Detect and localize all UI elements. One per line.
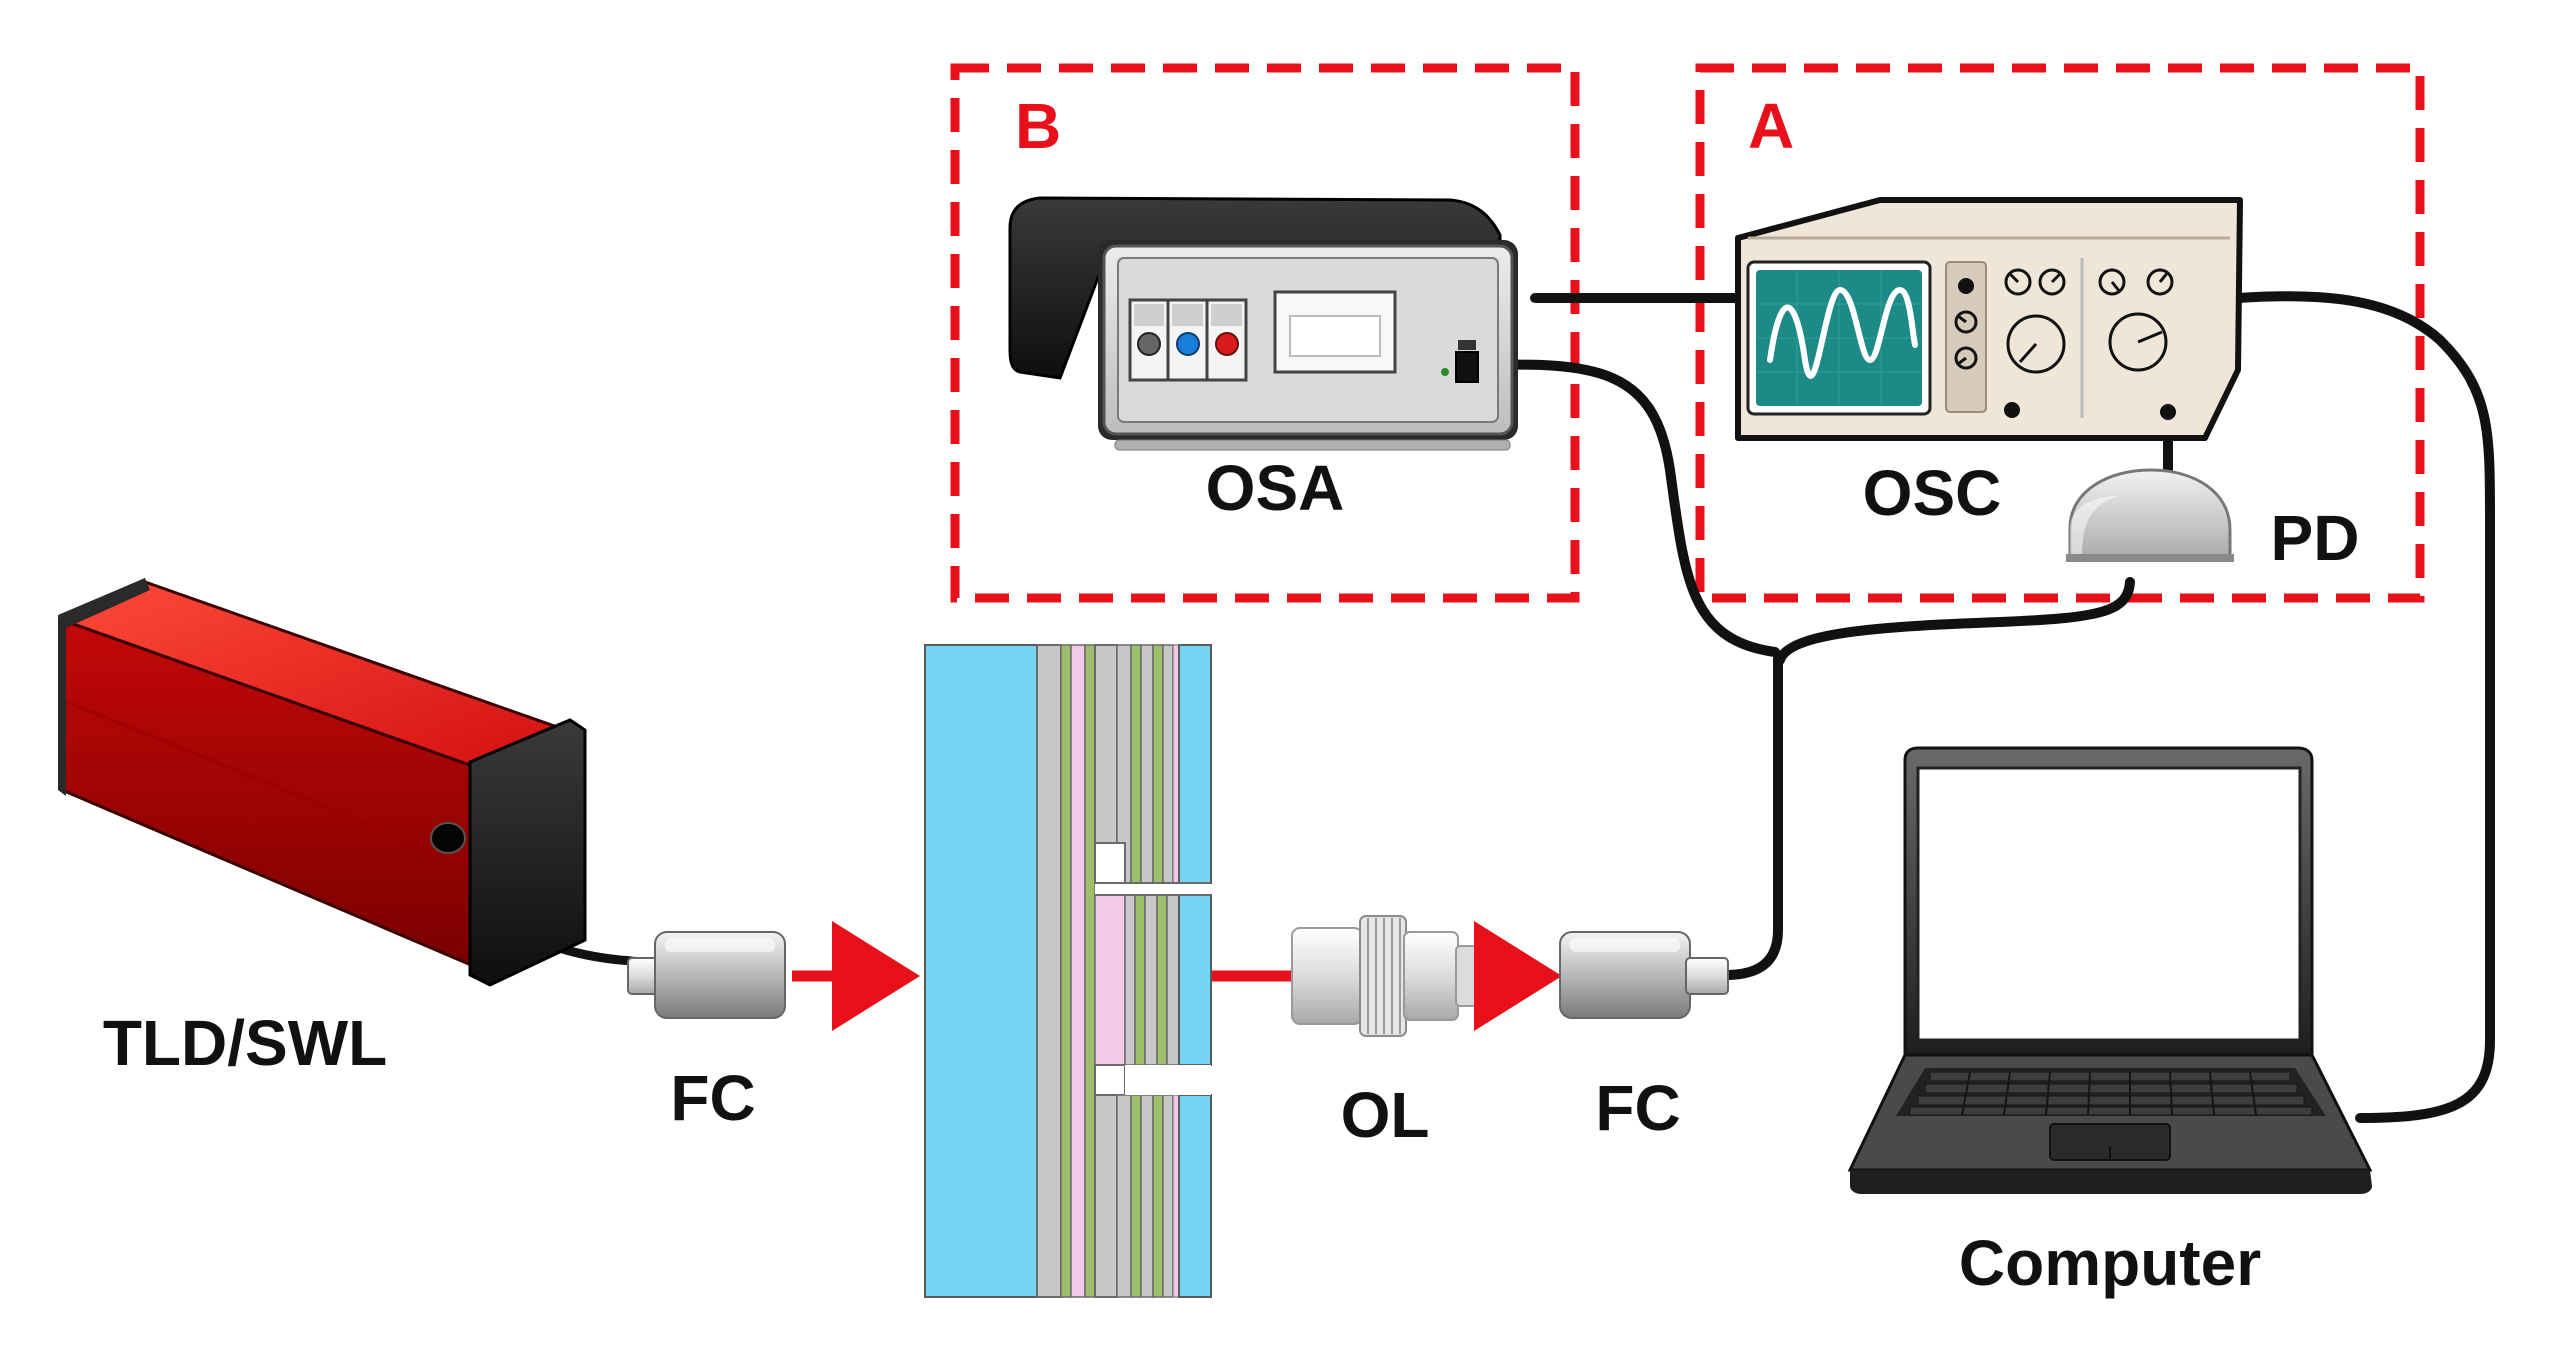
label-tld-swl: TLD/SWL <box>103 1007 387 1079</box>
cable-pd-fiber <box>1775 577 2135 665</box>
fiber-coupler-icon <box>1559 931 1729 1019</box>
laser-source-icon <box>58 578 587 987</box>
box-b-outline <box>950 63 1580 603</box>
cable-osc-to-laptop <box>2233 291 2495 1123</box>
label-fc-left: FC <box>670 1062 755 1134</box>
fiber-coupler-left <box>627 931 786 1019</box>
label-ol: OL <box>1341 1079 1430 1151</box>
label-osa: OSA <box>1206 452 1345 524</box>
cable-trunk-to-fc <box>1720 650 1783 980</box>
oscilloscope-icon <box>1735 197 2243 441</box>
layered-sample-icon <box>924 644 1212 1298</box>
fiber-coupler-right <box>1559 931 1729 1019</box>
box-a: A <box>1695 63 2425 603</box>
label-pd: PD <box>2271 502 2360 574</box>
fiber-coupler-icon <box>627 931 786 1019</box>
optical-spectrum-analyzer-icon <box>1008 196 1518 451</box>
photodetector-icon <box>2066 468 2234 562</box>
label-computer: Computer <box>1959 1227 2261 1299</box>
box-b-label: B <box>1015 90 1061 162</box>
box-b: B <box>950 63 1580 603</box>
label-osc: OSC <box>1863 457 2002 529</box>
label-fc-right: FC <box>1595 1072 1680 1144</box>
box-a-label: A <box>1748 90 1794 162</box>
cable-osa-fiber <box>1463 359 1780 657</box>
laptop-icon <box>1847 746 2373 1194</box>
objective-lens-icon <box>1291 915 1479 1037</box>
